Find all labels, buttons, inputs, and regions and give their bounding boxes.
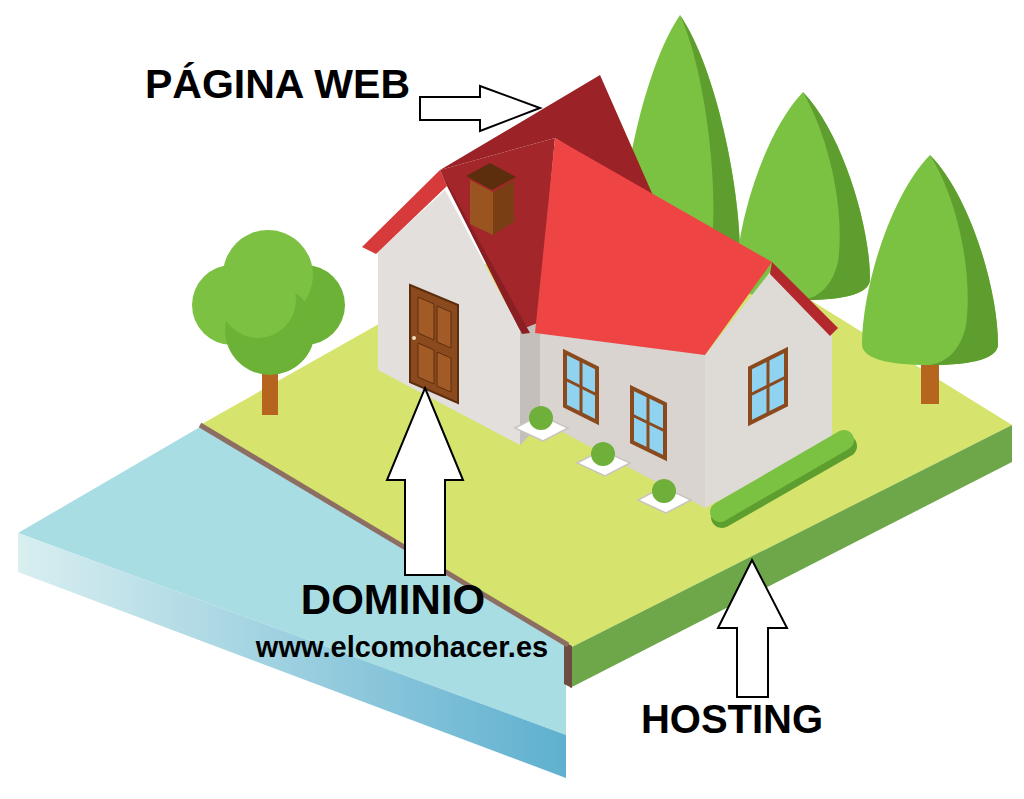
tree-crown <box>862 155 998 365</box>
tree-crown <box>220 262 296 338</box>
window <box>565 352 597 422</box>
door-panel <box>418 343 434 384</box>
window-bar <box>750 377 786 395</box>
roof-trim <box>770 262 838 336</box>
round-tree <box>192 230 345 415</box>
bush <box>529 406 553 430</box>
window-bar <box>565 379 597 395</box>
chimney-side <box>493 180 514 235</box>
door-panel <box>437 306 451 348</box>
window-bar <box>632 415 665 431</box>
cone-tree <box>862 155 998 404</box>
door <box>410 285 458 403</box>
callout-label: www.elcomohacer.es <box>256 633 548 662</box>
callout-label: PÁGINA WEB <box>145 64 410 105</box>
hedge <box>720 440 846 517</box>
border-side <box>564 642 572 688</box>
side-wall <box>540 325 705 508</box>
window-glass <box>632 388 665 458</box>
callout-label: HOSTING <box>641 699 823 739</box>
callout-label: DOMINIO <box>301 579 485 621</box>
chimney-front <box>470 180 493 235</box>
window-glass <box>750 350 786 423</box>
planter <box>638 479 691 513</box>
tree-shade <box>930 155 998 365</box>
door-panel <box>437 352 451 392</box>
planter <box>577 442 630 476</box>
border-line <box>200 425 568 645</box>
roof-trim <box>362 170 447 254</box>
front-roof <box>535 138 772 355</box>
bush <box>652 479 676 503</box>
hedge-body <box>720 440 844 512</box>
pointer-arrow <box>387 388 463 575</box>
planter <box>515 406 568 441</box>
pointer-arrow <box>420 86 540 131</box>
door-knob <box>412 336 416 340</box>
door-panel <box>418 297 434 340</box>
window <box>750 350 786 423</box>
tree-shade <box>803 92 870 300</box>
pointer-arrow <box>718 560 787 697</box>
bush <box>591 442 615 466</box>
window-glass <box>565 352 597 422</box>
window <box>632 388 665 458</box>
